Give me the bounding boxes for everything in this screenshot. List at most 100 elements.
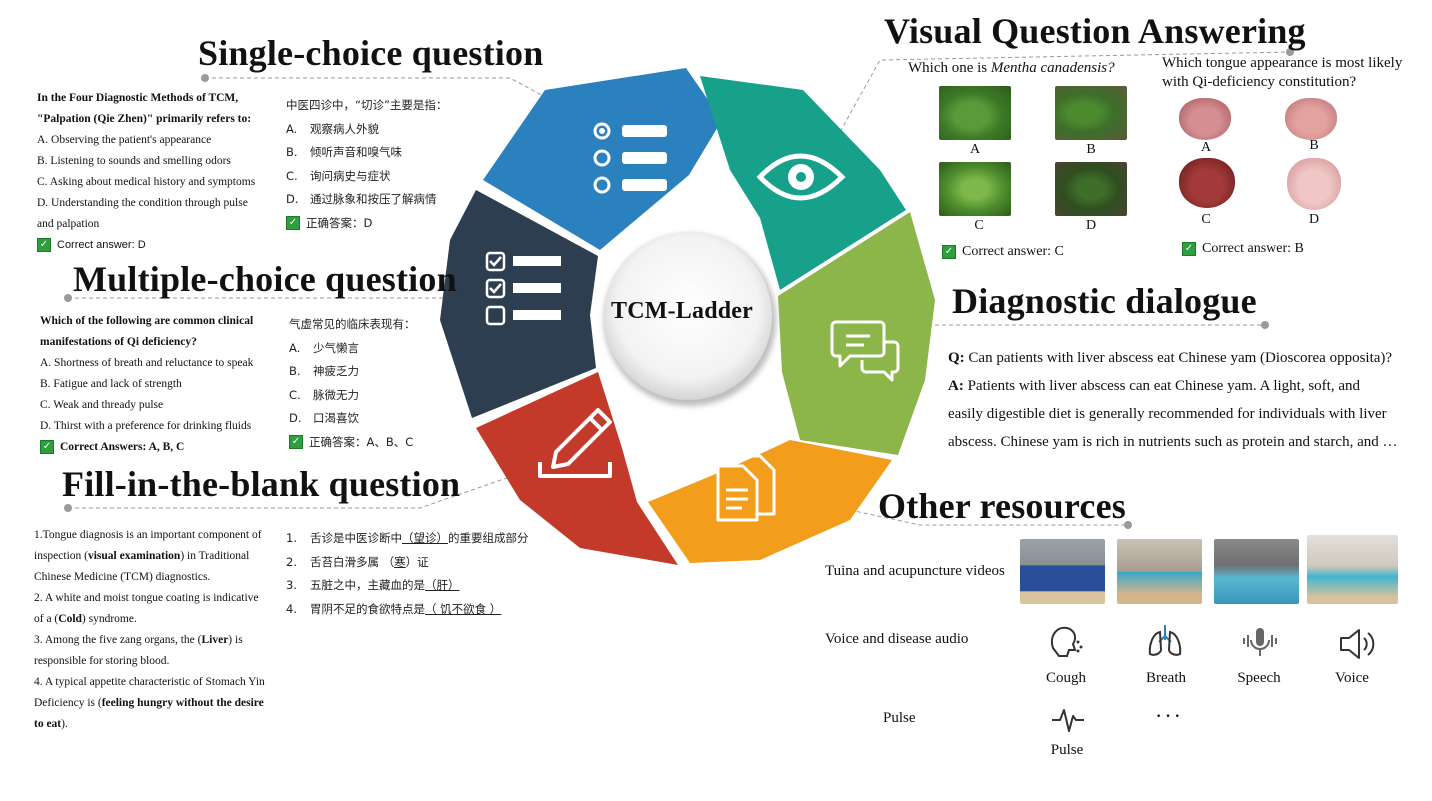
single-choice-en: In the Four Diagnostic Methods of TCM, "… xyxy=(37,88,287,256)
option-text: 观察病人外貌 xyxy=(310,121,379,136)
fill-cn-line: 2.舌苔白滑多属 （寒）证 xyxy=(286,554,429,569)
option-text: 脉微无力 xyxy=(313,387,359,402)
multi-option: A. Shortness of breath and reluctance to… xyxy=(40,357,254,369)
connector-lines xyxy=(68,51,1291,526)
tongue-image-a xyxy=(1179,98,1231,140)
fill-line: responsible for storing blood. xyxy=(34,655,170,667)
option-text: 口渴喜饮 xyxy=(313,411,359,425)
single-answer: Correct answer: D xyxy=(57,239,146,251)
option-key: C. xyxy=(286,168,298,183)
single-cn-answer: 正确答案：D xyxy=(306,215,373,230)
multi-option: C. Weak and thready pulse xyxy=(40,399,164,411)
segment-single-choice xyxy=(483,68,722,250)
fill-cn-line: 4.胃阴不足的食欲特点是 （ 饥不欲食 ） xyxy=(286,601,502,616)
list-radio-icon xyxy=(593,122,667,194)
fill-line: 2. A white and moist tongue coating is i… xyxy=(34,592,259,604)
documents-icon xyxy=(716,454,776,522)
option-key: D. xyxy=(286,192,299,206)
single-option: A. Observing the patient's appearance xyxy=(37,134,212,146)
tongue-image-c xyxy=(1179,158,1235,208)
dialogue-title: Diagnostic dialogue xyxy=(952,281,1257,321)
other-resources-title: Other resources xyxy=(878,486,1126,526)
mint-image-c xyxy=(939,162,1011,216)
check-icon: ✓ xyxy=(1182,241,1196,256)
checklist-icon xyxy=(485,251,561,326)
mint-image-a xyxy=(939,86,1011,140)
mint-label: A xyxy=(969,142,981,157)
option-key: A. xyxy=(286,121,298,136)
fill-line: Chinese Medicine (TCM) diagnostics. xyxy=(34,571,211,583)
check-icon: ✓ xyxy=(942,244,956,259)
fill-blank-en: 1.Tongue diagnosis is an important compo… xyxy=(34,525,284,735)
fill-line: 1.Tongue diagnosis is an important compo… xyxy=(34,529,262,541)
center-label: TCM-Ladder xyxy=(611,298,753,324)
breath-lungs-icon xyxy=(1148,625,1182,656)
single-option: D. Understanding the condition through p… xyxy=(37,197,248,209)
mint-label: C xyxy=(974,218,984,233)
option-key: B. xyxy=(289,364,301,378)
multiple-choice-en: Which of the following are common clinic… xyxy=(40,311,290,458)
pulse-item-label: Pulse xyxy=(1050,742,1084,758)
connector-dots xyxy=(64,48,1294,529)
speech-label: Speech xyxy=(1237,670,1281,686)
dialogue-question: Q: Can patients with liver abscess eat C… xyxy=(948,350,1393,366)
vqa-answer-2: ✓Correct answer: B xyxy=(1182,241,1304,257)
breath-label: Breath xyxy=(1146,670,1186,686)
check-icon: ✓ xyxy=(289,435,303,449)
fill-line: of a (Cold) syndrome. xyxy=(34,613,137,625)
video-thumbnail xyxy=(1214,539,1299,604)
cough-label: Cough xyxy=(1045,670,1086,686)
pulse-icon xyxy=(1052,709,1084,732)
mint-label: D xyxy=(1085,218,1097,233)
option-key: A. xyxy=(289,340,301,355)
check-icon: ✓ xyxy=(40,440,54,455)
single-cn-question: 中医四诊中，“切诊”主要是指： xyxy=(286,98,448,112)
fill-line: Deficiency is (feeling hungry without th… xyxy=(34,697,264,709)
audio-label: Voice and disease audio xyxy=(825,631,969,647)
segment-fill-blank xyxy=(476,372,678,565)
cough-icon xyxy=(1051,626,1083,657)
mint-image-d xyxy=(1055,162,1127,216)
single-choice-cn: 中医四诊中，“切诊”主要是指： A.观察病人外貌 B.倾听声音和嗅气味 C.询问… xyxy=(286,94,447,235)
multi-question-line1: Which of the following are common clinic… xyxy=(40,315,254,327)
dialogue-content: Q: Can patients with liver abscess eat C… xyxy=(948,344,1418,456)
fill-blank-title: Fill-in-the-blank question xyxy=(62,464,461,504)
voice-label: Voice xyxy=(1335,670,1369,686)
tongue-label: A xyxy=(1200,140,1212,155)
fill-line: inspection (visual examination) in Tradi… xyxy=(34,550,250,562)
multi-option: B. Fatigue and lack of strength xyxy=(40,378,182,390)
check-icon: ✓ xyxy=(286,216,300,230)
fill-line: 3. Among the five zang organs, the (Live… xyxy=(34,634,243,646)
option-text: 少气懒言 xyxy=(313,340,359,355)
multi-cn-question: 气虚常见的临床表现有： xyxy=(289,317,416,331)
vqa-question-2: Which tongue appearance is most likely w… xyxy=(1162,55,1403,90)
speaker-icon xyxy=(1340,629,1375,659)
mint-image-b xyxy=(1055,86,1127,140)
videos-label: Tuina and acupuncture videos xyxy=(825,563,1005,579)
video-thumbnail xyxy=(1307,535,1398,604)
tongue-image-b xyxy=(1285,98,1337,140)
multi-answer: Correct Answers: A, B, C xyxy=(60,441,185,453)
single-option: C. Asking about medical history and symp… xyxy=(37,176,256,188)
more-ellipsis: · · · xyxy=(1155,708,1180,725)
multiple-choice-cn: 气虚常见的临床表现有： A.少气懒言 B.神疲乏力 C.脉微无力 D.口渴喜饮 … xyxy=(289,313,416,454)
pencil-icon xyxy=(538,408,612,478)
center-hub xyxy=(604,232,772,400)
segment-dialogue xyxy=(778,212,935,455)
single-question-line2: "Palpation (Qie Zhen)" primarily refers … xyxy=(37,113,252,125)
option-text: 通过脉象和按压了解病情 xyxy=(310,192,437,206)
mint-label: B xyxy=(1086,142,1096,157)
single-choice-title: Single-choice question xyxy=(198,33,544,73)
chat-icon xyxy=(830,320,900,382)
multi-cn-answer: 正确答案：A、B、C xyxy=(309,434,414,449)
multiple-choice-title: Multiple-choice question xyxy=(73,259,457,299)
dialogue-answer: A: Patients with liver abscess can eat C… xyxy=(948,378,1361,394)
video-thumbnail xyxy=(1117,539,1202,604)
vqa-question-1: Which one is Mentha canadensis? xyxy=(908,60,1115,76)
vqa-answer-1: ✓Correct answer: C xyxy=(942,244,1064,260)
fill-line: to eat). xyxy=(34,718,68,730)
tongue-label: B xyxy=(1309,138,1319,153)
fill-blank-cn: 1.舌诊是中医诊断中（望诊）的重要组成部分 2.舌苔白滑多属 （寒）证 3.五脏… xyxy=(286,527,529,621)
multi-option: D. Thirst with a preference for drinking… xyxy=(40,420,252,432)
